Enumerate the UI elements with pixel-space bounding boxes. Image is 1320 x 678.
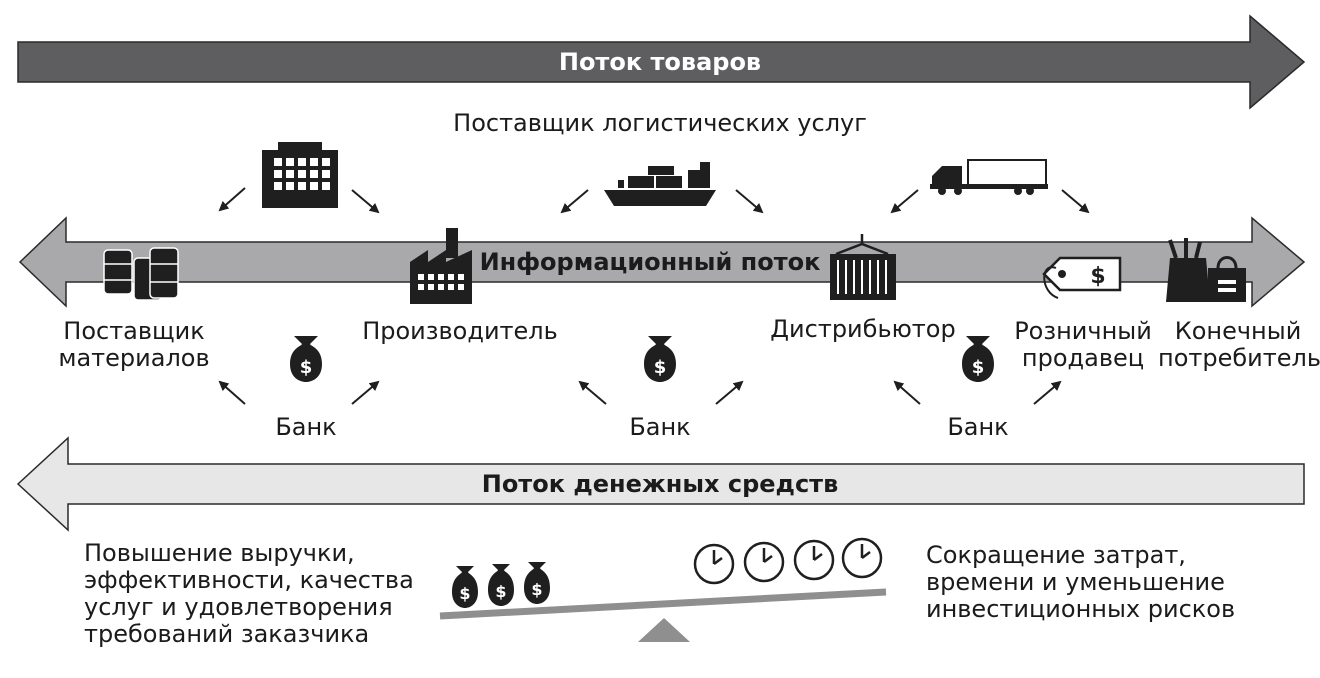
node-consumer-label: Конечный потребитель	[1158, 317, 1320, 372]
money-flow-arrow	[16, 436, 1305, 532]
scale-money-bag-dollar-3: $	[531, 580, 542, 599]
logistics-provider-label: Поставщик логистических услуг	[453, 109, 867, 137]
bank-label-3: Банк	[947, 413, 1009, 441]
container-icon	[830, 234, 896, 300]
bank-money-bag-icon-3: $	[962, 336, 994, 382]
warehouse-icon	[262, 142, 338, 208]
bank-money-bag-dollar-3: $	[972, 357, 985, 378]
balance-scale: $ $ $	[439, 537, 887, 642]
price-tag-icon: $	[1042, 256, 1122, 299]
scale-money-bag-dollar-1: $	[459, 584, 470, 603]
truck-icon	[930, 159, 1048, 195]
scale-clock-2	[743, 541, 785, 583]
bank-money-bag-dollar-1: $	[300, 357, 313, 378]
node-distributor-label: Дистрибьютор	[770, 315, 956, 343]
bank-money-bag-dollar-2: $	[654, 357, 667, 378]
price-tag-dollar-symbol: $	[1090, 264, 1105, 289]
goods-flow-arrow	[17, 14, 1306, 110]
info-flow-arrow	[18, 216, 1306, 308]
connector-arrows	[218, 187, 1090, 405]
goods-flow-label: Поток товаров	[558, 48, 762, 76]
benefits-right-text: Сокращение затрат, времени и уменьшение …	[926, 541, 1236, 623]
node-manufacturer-label: Производитель	[362, 317, 558, 345]
money-flow-label: Поток денежных средств	[481, 470, 839, 498]
barrels-icon	[103, 247, 179, 301]
bank-money-bag-icon-1: $	[290, 336, 322, 382]
factory-icon	[410, 228, 472, 304]
scale-money-bag-3: $	[524, 562, 550, 604]
cargo-ship-icon	[604, 162, 716, 206]
scale-fulcrum	[638, 618, 690, 642]
scale-beam	[439, 588, 887, 620]
benefits-left-text: Повышение выручки, эффективности, качест…	[84, 539, 414, 648]
scale-clock-3	[793, 539, 835, 581]
node-retailer-label: Розничный продавец	[1014, 317, 1152, 372]
scale-money-bag-dollar-2: $	[495, 582, 506, 601]
node-supplier-label: Поставщик материалов	[58, 317, 210, 372]
scale-money-bag-2: $	[488, 564, 514, 606]
scale-money-bag-1: $	[452, 566, 478, 608]
bank-money-bag-icon-2: $	[644, 336, 676, 382]
scale-clock-1	[693, 543, 735, 585]
shopping-bags-icon	[1166, 238, 1246, 302]
bank-label-2: Банк	[629, 413, 691, 441]
bank-label-1: Банк	[275, 413, 337, 441]
info-flow-label: Информационный поток	[479, 248, 821, 276]
scale-clock-4	[841, 537, 883, 579]
